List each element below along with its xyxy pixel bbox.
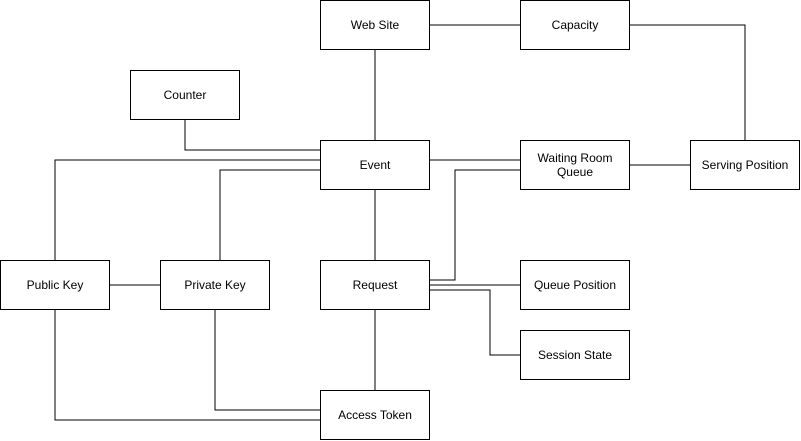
node-label: Session State [537, 348, 613, 362]
node-waiting-room-queue: Waiting Room Queue [520, 140, 630, 190]
edge-request-to-session-state [430, 289, 520, 356]
edge-public-key-to-access-token [54, 310, 320, 421]
node-label: Capacity [551, 18, 599, 32]
edge-private-key-to-access-token [214, 310, 320, 411]
node-private-key: Private Key [160, 260, 270, 310]
node-session-state: Session State [520, 330, 630, 380]
edge-counter-to-event [184, 120, 320, 151]
node-serving-position: Serving Position [690, 140, 800, 190]
node-access-token: Access Token [320, 390, 430, 440]
node-label: Counter [163, 88, 207, 102]
node-label: Web Site [350, 18, 400, 32]
node-event: Event [320, 140, 430, 190]
node-label: Access Token [338, 408, 412, 422]
node-label: Event [359, 158, 391, 172]
node-counter: Counter [130, 70, 240, 120]
node-label: Waiting Room Queue [537, 151, 613, 179]
node-capacity: Capacity [520, 0, 630, 50]
edge-private-key-to-event [219, 169, 320, 260]
node-label: Queue Position [533, 278, 617, 292]
edge-capacity-to-serving-position [630, 24, 746, 140]
node-queue-position: Queue Position [520, 260, 630, 310]
node-label: Serving Position [701, 158, 789, 172]
node-web-site: Web Site [320, 0, 430, 50]
node-public-key: Public Key [0, 260, 110, 310]
edge-request-to-waiting-room-queue [430, 169, 520, 281]
node-label: Private Key [184, 278, 246, 292]
node-label: Public Key [26, 278, 84, 292]
node-label: Request [352, 278, 398, 292]
node-request: Request [320, 260, 430, 310]
edge-public-key-to-event [54, 159, 320, 260]
